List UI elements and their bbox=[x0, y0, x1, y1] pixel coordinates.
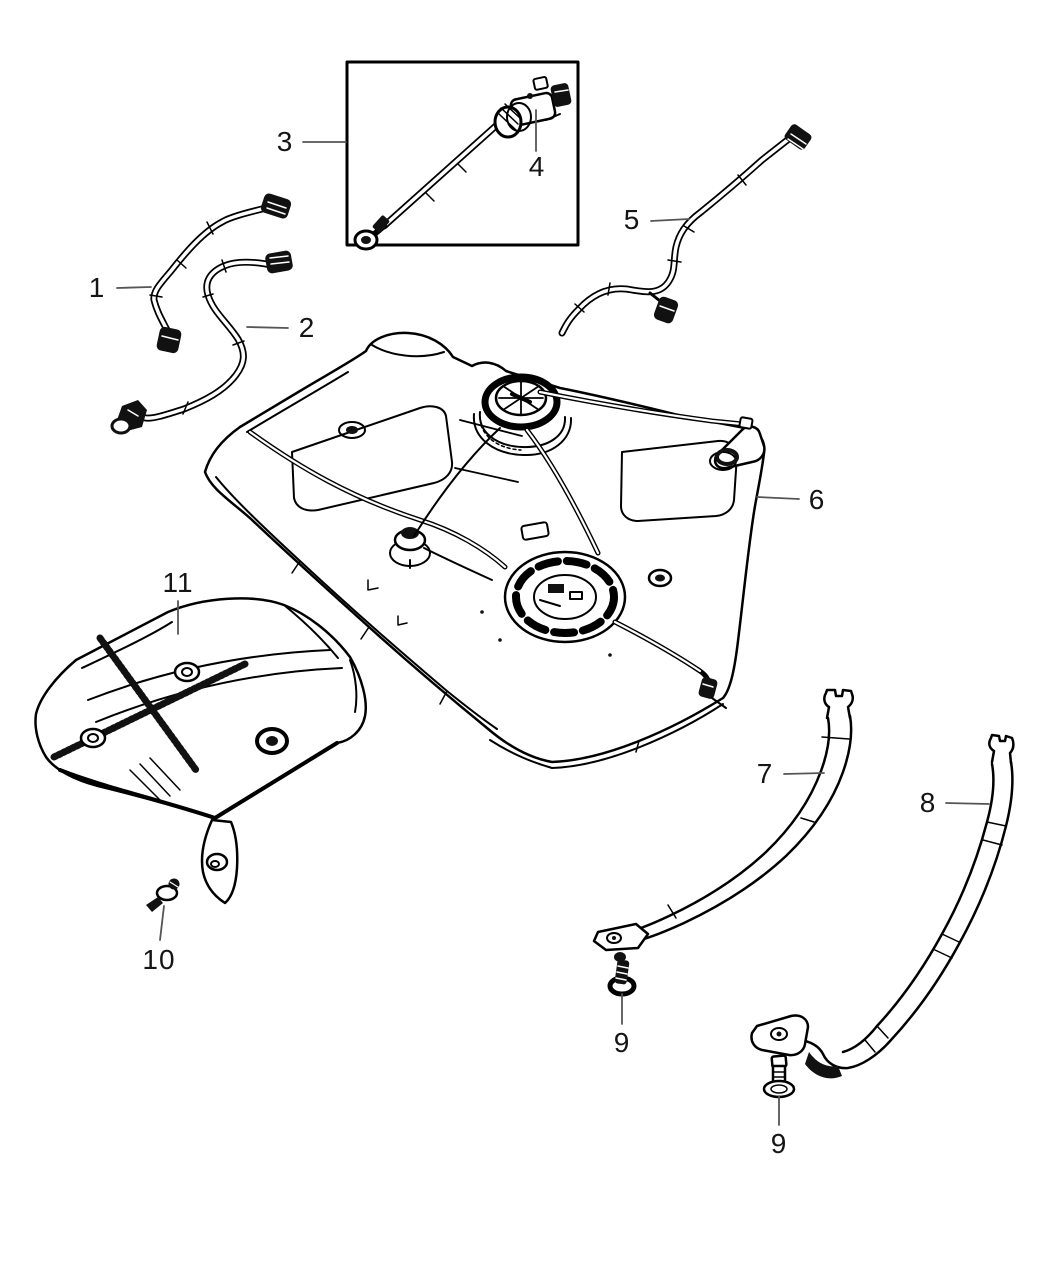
tube-assembly-3 bbox=[353, 120, 502, 251]
tank-strap-7 bbox=[592, 688, 855, 952]
callout-9-left[interactable]: 9 bbox=[613, 1027, 631, 1058]
callout-6[interactable]: 6 bbox=[808, 484, 826, 515]
fuel-tank bbox=[203, 331, 766, 769]
fuel-line-1 bbox=[149, 193, 292, 354]
inset-box bbox=[345, 60, 580, 251]
bolt-9-left bbox=[607, 952, 637, 997]
leader-lines bbox=[116, 109, 990, 1126]
callout-2[interactable]: 2 bbox=[298, 312, 316, 343]
bolt-9-right bbox=[762, 1054, 796, 1099]
tank-strap-8 bbox=[750, 733, 1015, 1079]
fastener-10 bbox=[146, 878, 180, 912]
callout-1[interactable]: 1 bbox=[88, 272, 106, 303]
callout-7[interactable]: 7 bbox=[756, 758, 774, 789]
fuel-line-2 bbox=[110, 250, 293, 435]
callout-11[interactable]: 11 bbox=[162, 567, 194, 598]
heat-shield bbox=[34, 597, 367, 905]
callout-5[interactable]: 5 bbox=[623, 204, 641, 235]
valve-assembly-4 bbox=[493, 76, 572, 139]
filler-cap bbox=[472, 373, 573, 457]
callout-3[interactable]: 3 bbox=[276, 126, 294, 157]
vapor-line-5 bbox=[558, 124, 812, 337]
fuel-pump-module-ring bbox=[480, 550, 627, 657]
callout-4[interactable]: 4 bbox=[528, 151, 546, 182]
callout-8[interactable]: 8 bbox=[919, 787, 937, 818]
callout-9-right[interactable]: 9 bbox=[770, 1128, 788, 1159]
callout-10[interactable]: 10 bbox=[142, 944, 176, 975]
tank-tubes bbox=[247, 389, 754, 709]
